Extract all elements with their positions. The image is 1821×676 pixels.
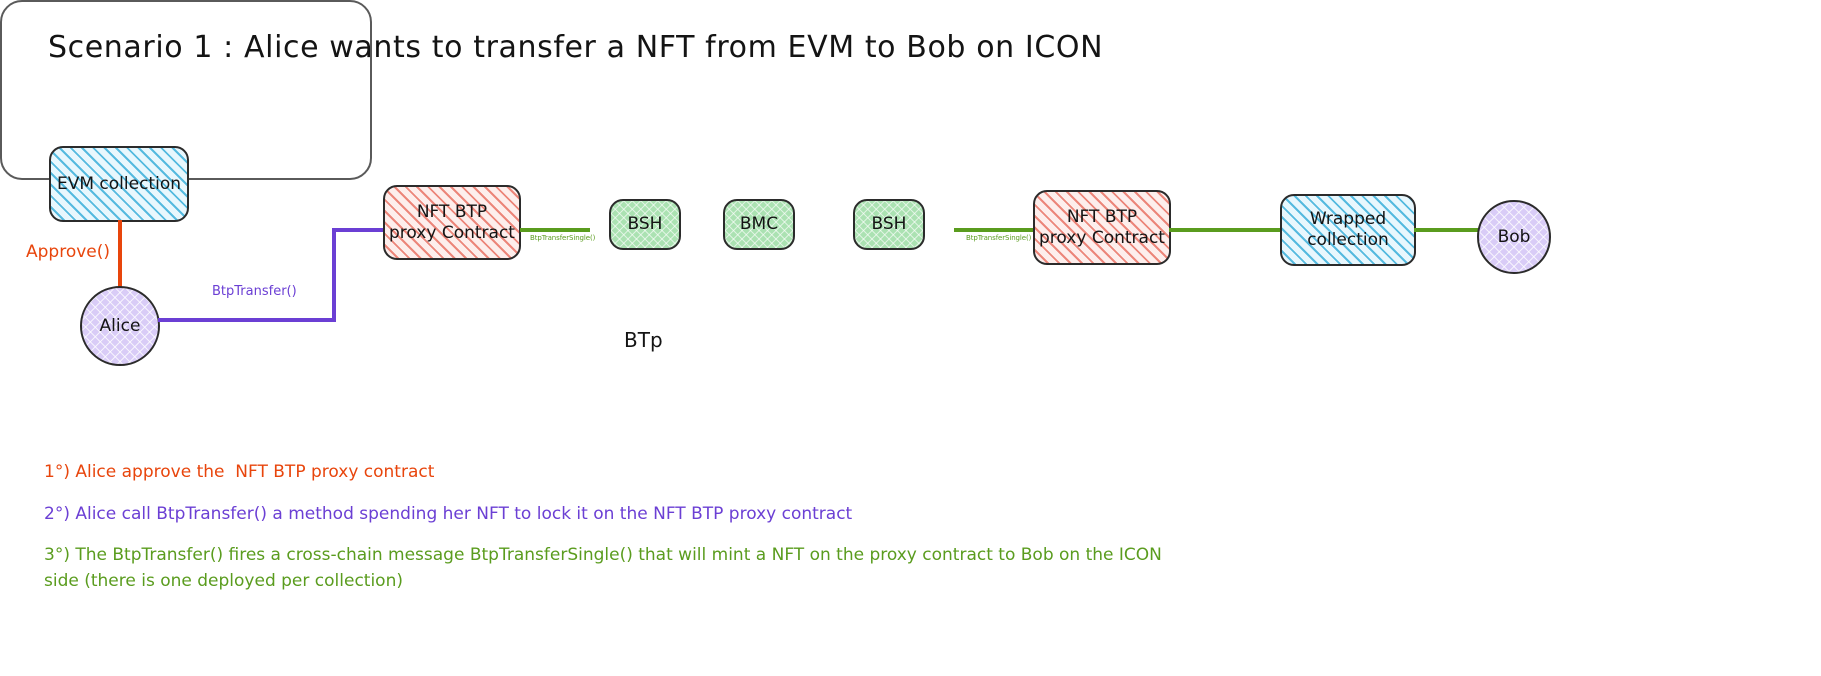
edge-btptransfersingle-right-label: BtpTransferSingle() [966, 234, 1032, 242]
node-wrapped-collection-line2: collection [1307, 230, 1389, 250]
legend-step-2: 2°) Alice call BtpTransfer() a method sp… [44, 503, 853, 524]
node-proxy-left-line1: NFT BTP [416, 201, 488, 222]
edge-btptransfer-segment-horizontal-lower [158, 318, 336, 322]
node-bsh-right-label: BSH [871, 214, 907, 235]
edge-approve-label: Approve() [26, 242, 111, 262]
legend-step-1: 1°) Alice approve the NFT BTP proxy cont… [44, 462, 435, 482]
edge-btptransfersingle-left [520, 228, 590, 232]
node-bmc[interactable]: BMC [723, 199, 795, 250]
legend-step-3: 3°) The BtpTransfer() fires a cross-chai… [44, 545, 1168, 591]
node-wrapped-collection-line1: Wrapped [1309, 209, 1387, 230]
node-evm-collection[interactable]: EVM collection [49, 146, 189, 222]
node-bsh-left[interactable]: BSH [609, 199, 681, 250]
edge-btptransfersingle-right [954, 228, 1035, 232]
node-bsh-left-label: BSH [627, 214, 663, 235]
node-evm-collection-label: EVM collection [56, 173, 181, 194]
edge-approve [118, 220, 122, 288]
node-bsh-right[interactable]: BSH [853, 199, 925, 250]
node-nft-btp-proxy-contract-left[interactable]: NFT BTP proxy Contract [383, 185, 521, 260]
node-bob-label: Bob [1497, 226, 1531, 247]
legend: 1°) Alice approve the NFT BTP proxy cont… [44, 460, 1544, 594]
node-proxy-right-line1: NFT BTP [1066, 206, 1138, 227]
edge-proxy-to-wrapped-collection [1169, 228, 1282, 232]
node-proxy-right-line2: proxy Contract [1039, 227, 1165, 248]
node-wrapped-collection[interactable]: Wrapped collection [1280, 194, 1416, 266]
edge-btptransfer-segment-horizontal-upper [332, 228, 386, 232]
node-bob[interactable]: Bob [1477, 200, 1551, 274]
page-title: Scenario 1 : Alice wants to transfer a N… [48, 30, 1104, 65]
node-proxy-left-line2: proxy Contract [389, 222, 515, 243]
node-nft-btp-proxy-contract-right[interactable]: NFT BTP proxy Contract [1033, 190, 1171, 265]
btp-label-text: BTp [624, 327, 663, 352]
node-alice-label: Alice [99, 315, 141, 336]
edge-btptransfersingle-left-label: BtpTransferSingle() [530, 234, 596, 242]
node-alice[interactable]: Alice [80, 286, 160, 366]
edge-wrapped-collection-to-bob [1414, 228, 1480, 232]
group-btp-container-label: BTp [588, 326, 698, 354]
edge-btptransfer-label: BtpTransfer() [212, 284, 297, 299]
node-bmc-label: BMC [739, 214, 779, 235]
edge-btptransfer-segment-vertical [332, 228, 336, 322]
